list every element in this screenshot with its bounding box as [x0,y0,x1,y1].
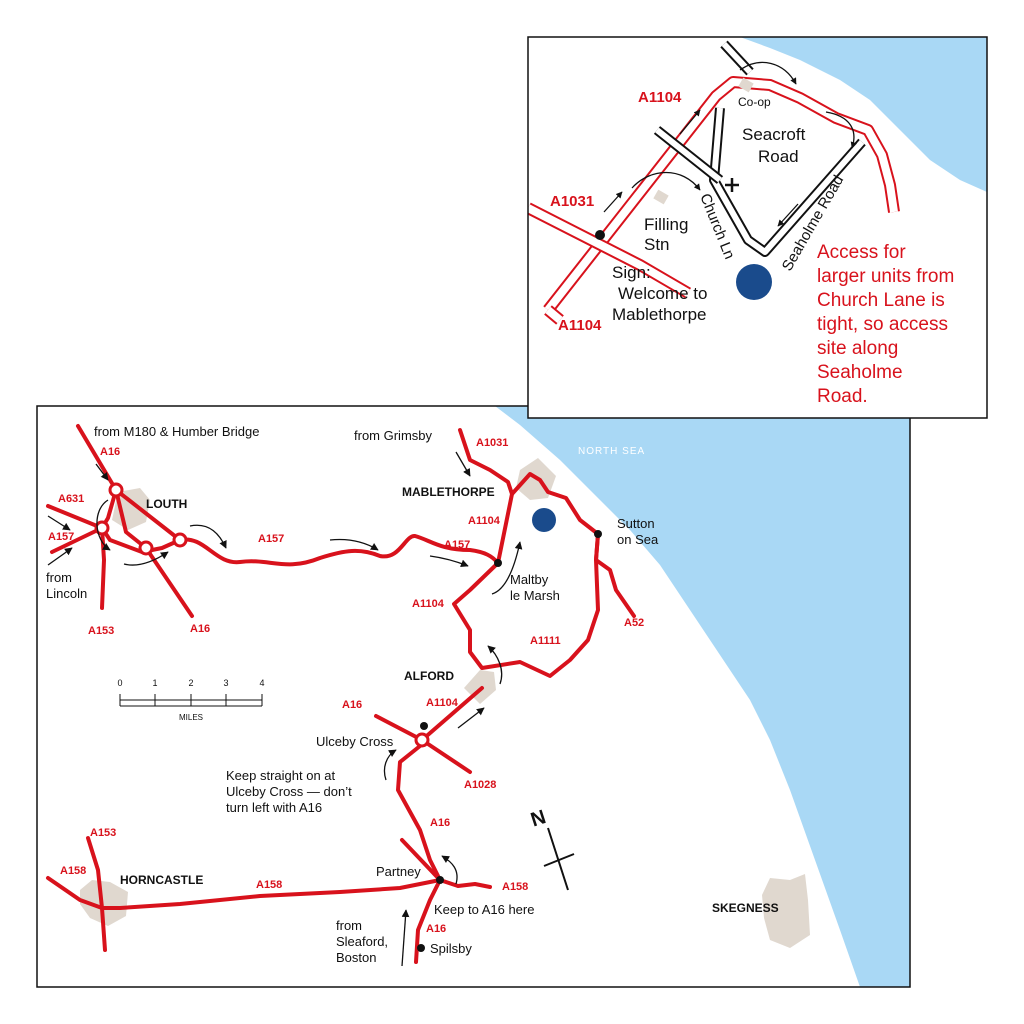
note-line-1: Access for [817,242,906,263]
inset-map: A1104 A1031 A1104 Co-op Seacroft Road Fi… [527,36,988,419]
church-cross-icon [725,178,739,192]
label-keep-a16: Keep to A16 here [434,902,534,917]
site-marker-inset [736,264,772,300]
road-a1104-mid: A1104 [412,598,445,610]
inset-road-a1031: A1031 [550,193,594,210]
label-from-sleaford-1: from [336,918,362,933]
inset-label-sign-3: Mablethorpe [612,305,707,324]
road-a1104-mab: A1104 [468,515,501,527]
north-arrow-icon: N [528,806,575,891]
road-a153-louth: A153 [88,625,114,637]
note-line-5: site along [817,338,898,359]
scale-tick-0: 0 [117,678,122,688]
inset-label-coop: Co-op [738,95,771,109]
road-a16-south: A16 [430,817,450,829]
inset-label-filling-2: Stn [644,235,670,254]
label-keep-straight-2: Ulceby Cross — don’t [226,784,352,799]
north-sea [495,406,910,987]
inset-label-seacroft-2: Road [758,147,799,166]
roundabouts [94,482,430,748]
town-mablethorpe: MABLETHORPE [402,485,495,499]
scale-tick-2: 2 [188,678,193,688]
inset-road-a1104-bottom: A1104 [558,317,602,334]
road-a1028: A1028 [464,779,496,791]
inset-label-sign-2: Welcome to [618,284,707,303]
scale-tick-3: 3 [223,678,228,688]
inset-label-seacroft-1: Seacroft [742,125,806,144]
road-a631: A631 [58,493,84,505]
scale-bar: 0 1 2 3 4 MILES [117,678,264,722]
label-keep-straight-1: Keep straight on at [226,768,336,783]
north-label: N [528,806,549,831]
town-area-skegness [762,874,810,948]
main-map: 0 1 2 3 4 MILES N NORTH SEA LOUTH MABLET… [36,405,911,988]
road-a1111: A1111 [530,635,561,647]
scale-tick-4: 4 [259,678,264,688]
road-a1104-alford: A1104 [426,697,459,709]
label-partney: Partney [376,864,421,879]
label-sutton-1: Sutton [617,516,655,531]
town-area-horncastle [80,880,128,926]
town-horncastle: HORNCASTLE [120,873,203,887]
ulceby-dot [420,722,428,730]
town-louth: LOUTH [146,497,187,511]
label-from-grimsby: from Grimsby [354,428,433,443]
label-from-sleaford-3: Boston [336,950,376,965]
road-a157-left: A157 [48,531,74,543]
town-alford: ALFORD [404,669,454,683]
note-line-2: larger units from [817,266,954,287]
note-line-7: Road. [817,386,868,407]
maltby-dot [494,559,502,567]
sutton-dot [594,530,602,538]
label-maltby-1: Maltby [510,572,549,587]
road-a158-left: A158 [60,865,86,877]
road-labels: A16 A631 A157 A153 A16 A157 A157 A1031 A… [48,437,644,935]
direction-arrows [47,451,523,967]
road-a16-bottom: A16 [426,923,446,935]
road-a16-top: A16 [100,446,120,458]
road-a52: A52 [624,617,644,629]
label-from-lincoln-2: Lincoln [46,586,87,601]
road-a158-mid: A158 [256,879,282,891]
road-a16-ulceby: A16 [342,699,362,711]
label-keep-straight-3: turn left with A16 [226,800,322,815]
label-from-m180: from M180 & Humber Bridge [94,424,259,439]
sign-dot [595,230,605,240]
inset-arrows [603,61,857,227]
note-line-6: Seaholme [817,362,903,383]
site-marker-main [532,508,556,532]
label-from-sleaford-2: Sleaford, [336,934,388,949]
label-maltby-2: le Marsh [510,588,560,603]
road-a158-right: A158 [502,881,528,893]
road-a1031: A1031 [476,437,508,449]
access-note: Access for larger units from Church Lane… [817,242,954,407]
inset-label-sign-1: Sign: [612,263,651,282]
filling-station-building [653,189,669,205]
spilsby-dot [417,944,425,952]
label-spilsby: Spilsby [430,941,472,956]
partney-dot [436,876,444,884]
coop-building [738,77,754,93]
town-skegness: SKEGNESS [712,901,779,915]
label-from-lincoln-1: from [46,570,72,585]
road-a157-mid: A157 [258,533,284,545]
note-line-4: tight, so access [817,314,948,335]
label-ulceby-cross: Ulceby Cross [316,734,394,749]
road-a16-louth-s: A16 [190,623,210,635]
road-a157-right: A157 [444,539,470,551]
inset-label-filling-1: Filling [644,215,688,234]
road-a153-horn: A153 [90,827,116,839]
inset-road-a1104-top: A1104 [638,89,682,106]
sea-label: NORTH SEA [578,446,645,457]
scale-tick-1: 1 [152,678,157,688]
scale-unit: MILES [179,713,203,722]
label-sutton-2: on Sea [617,532,659,547]
inset-sea [740,37,987,192]
note-line-3: Church Lane is [817,290,945,311]
